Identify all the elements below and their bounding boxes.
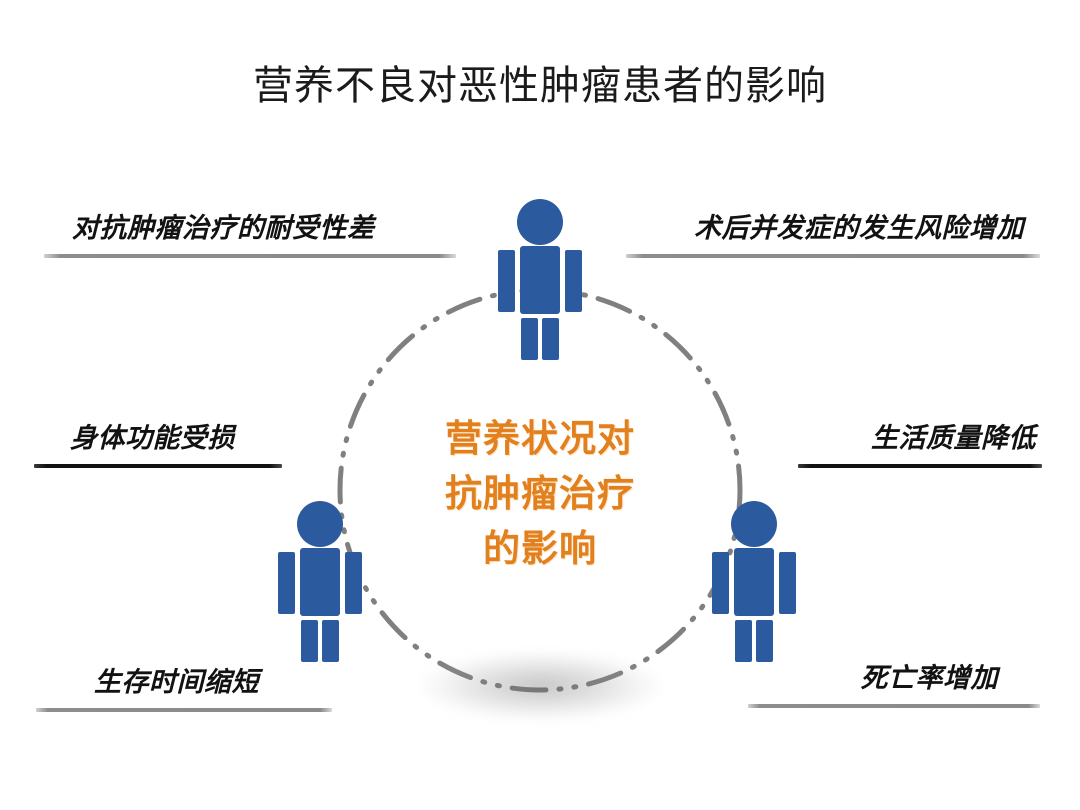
person-icon-left [278, 500, 362, 662]
label-bottom-left-text: 生存时间缩短 [94, 667, 259, 697]
center-line-2: 抗肿瘤治疗 [445, 472, 635, 514]
label-middle-right-text: 生活质量降低 [871, 423, 1036, 453]
person-icon-right [712, 500, 796, 662]
ground-shadow [422, 652, 660, 720]
label-bottom-left-rule [36, 707, 332, 712]
page-title: 营养不良对恶性肿瘤患者的影响 [253, 64, 827, 108]
label-top-right-rule [626, 253, 1040, 258]
label-bottom-left: 生存时间缩短 [36, 667, 332, 712]
person-icon-top [498, 198, 582, 360]
label-top-left-text: 对抗肿瘤治疗的耐受性差 [72, 213, 375, 243]
label-bottom-right-text: 死亡率增加 [860, 663, 998, 693]
center-line-3: 的影响 [483, 527, 597, 569]
label-top-left: 对抗肿瘤治疗的耐受性差 [44, 213, 456, 258]
label-bottom-right: 死亡率增加 [748, 663, 1040, 708]
label-middle-left-text: 身体功能受损 [70, 423, 235, 453]
label-middle-left-rule [34, 463, 282, 468]
center-line-1: 营养状况对 [445, 418, 635, 459]
label-middle-right-rule [798, 463, 1042, 468]
label-middle-right: 生活质量降低 [798, 423, 1042, 468]
label-top-right: 术后并发症的发生风险增加 [626, 213, 1040, 258]
label-bottom-right-rule [748, 703, 1040, 708]
center-concept-text: 营养状况对 抗肿瘤治疗 的影响 [390, 412, 690, 576]
label-top-right-text: 术后并发症的发生风险增加 [694, 213, 1024, 243]
label-top-left-rule [44, 253, 456, 258]
label-middle-left: 身体功能受损 [34, 423, 282, 468]
